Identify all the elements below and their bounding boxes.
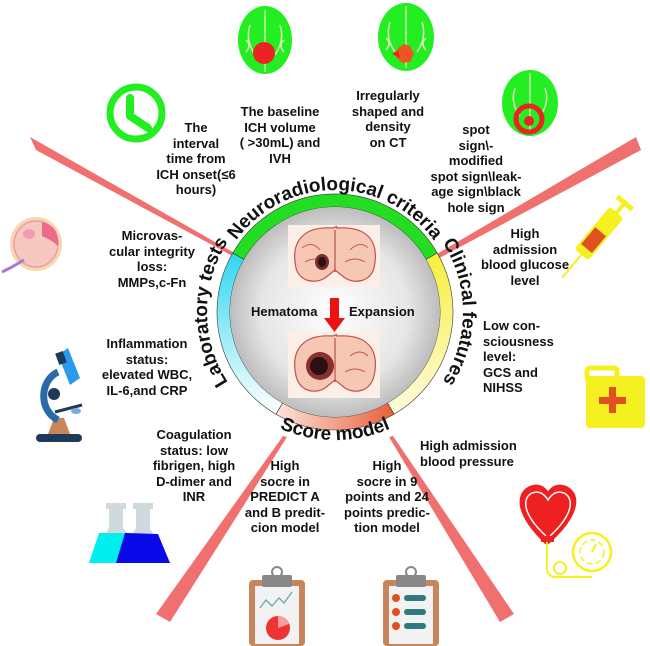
text-irregular-shape: Irregularly shaped and density on CT [351, 88, 425, 150]
text-baseline-volume: The baseline ICH volume ( >30mL) and IVH [239, 104, 321, 166]
brain-spot-sign-icon [502, 70, 558, 136]
text-blood-glucose: High admission blood glucose level [480, 226, 570, 288]
text-coagulation: Coagulation status: low fibrigen, high D… [152, 427, 236, 504]
microscope-icon [36, 348, 83, 442]
text-blood-pressure: High admission blood pressure [420, 438, 517, 469]
clipboard-chart-icon [249, 566, 305, 646]
clock-icon [106, 83, 166, 143]
text-predict-model: High socre in PREDICT A and B predit- ci… [244, 458, 326, 535]
divider-ray-upper-left [30, 137, 240, 260]
text-microvascular: Microvas- cular integrity loss: MMPs,c-F… [109, 228, 195, 290]
flasks-icon [89, 503, 170, 563]
expansion-label: Expansion [349, 304, 415, 319]
divider-ray-lower-left [156, 436, 287, 622]
syringe-icon [561, 194, 635, 279]
hematoma-label: Hematoma [251, 304, 318, 319]
divider-ray-lower-right [389, 436, 514, 622]
blood-pressure-icon [519, 484, 613, 579]
brain-after-illustration [288, 332, 380, 398]
first-aid-kit-icon [584, 365, 645, 428]
text-consciousness: Low con- sciousness level: GCS and NIHSS [483, 318, 554, 395]
cell-icon [1, 217, 62, 274]
brain-before-illustration [288, 225, 380, 287]
text-spot-sign: spot sign\- modified spot sign\leak- age… [430, 122, 522, 215]
text-interval-time: The interval time from ICH onset(≤6 hour… [156, 120, 236, 197]
expansion-arrow-icon [324, 298, 345, 332]
text-inflammation: Inflammation status: elevated WBC, IL-6,… [101, 336, 193, 398]
divider-ray-upper-right [430, 137, 641, 262]
brain-irregular-icon [378, 3, 434, 71]
brain-hemorrhage-icon [238, 6, 292, 74]
ring-segment-laboratory [216, 252, 283, 415]
text-points-model: High socre in 9 points and 24 points pre… [344, 458, 430, 535]
clipboard-list-icon [383, 566, 439, 646]
